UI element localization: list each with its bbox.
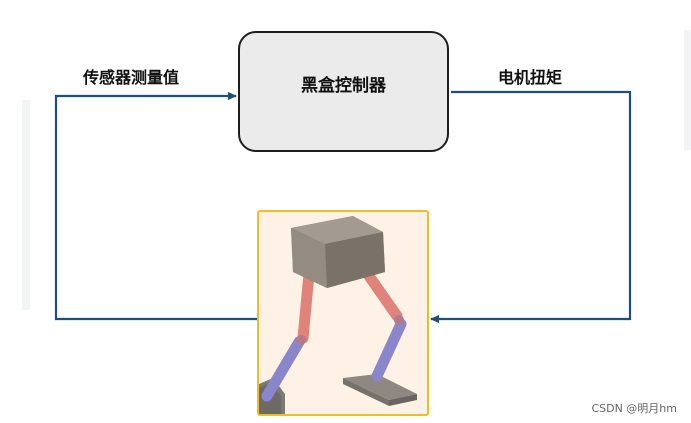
right-foot (343, 374, 417, 406)
watermark: CSDN @明月hm (591, 402, 677, 415)
background-strip (684, 30, 691, 150)
robot-body-cube (291, 216, 385, 288)
right-lower-leg (371, 318, 407, 382)
sensor-measurement-label: 传感器测量值 (83, 68, 180, 87)
torque-arrow (430, 90, 632, 323)
left-upper-leg (297, 268, 315, 344)
motor-torque-label: 电机扭矩 (498, 68, 563, 87)
left-knee-joint (296, 335, 306, 345)
right-knee-joint (394, 315, 404, 325)
sensor-arrow (54, 92, 257, 321)
biped-robot-illustration (259, 216, 417, 414)
black-box-controller: 黑盒控制器 (238, 31, 449, 152)
controller-label: 黑盒控制器 (301, 76, 386, 96)
left-lower-leg (261, 336, 305, 402)
right-upper-leg (363, 270, 403, 322)
biped-robot-panel (257, 210, 429, 416)
background-strip (22, 100, 30, 310)
